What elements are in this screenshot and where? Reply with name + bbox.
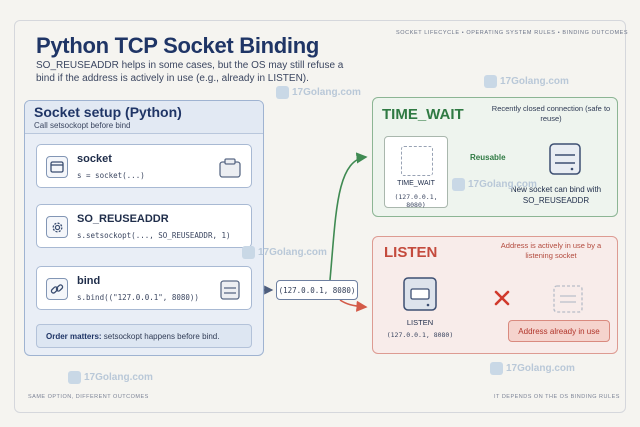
socket-object-icon (219, 158, 241, 178)
page-subtitle: SO_REUSEADDR helps in some cases, but th… (36, 60, 344, 84)
order-note-bold: Order matters: (46, 332, 102, 341)
outer-frame (14, 20, 626, 413)
watermark: 17Golang.com (452, 178, 537, 191)
order-note-text: setsockopt happens before bind. (101, 332, 220, 341)
page-title: Python TCP Socket Binding (36, 33, 320, 58)
step-so-reuseaddr-name: SO_REUSEADDR (77, 213, 169, 225)
listen-title: LISTEN (384, 244, 438, 261)
step-so-reuseaddr: SO_REUSEADDR s.setsockopt(..., SO_REUSEA… (36, 204, 252, 248)
step-bind-code: s.bind(("127.0.0.1", 8080)) (77, 293, 199, 302)
gear-icon (46, 216, 68, 238)
time-wait-description: Recently closed connection (safe to reus… (491, 104, 611, 123)
step-socket-name: socket (77, 153, 112, 165)
blocked-x-icon (494, 290, 510, 306)
time-wait-state-address: (127.0.0.1, 8080) (394, 193, 438, 209)
listen-state-label: LISTEN (406, 318, 434, 327)
step-bind-name: bind (77, 275, 101, 287)
listen-state: LISTEN (127.0.0.1, 8080) (384, 318, 456, 339)
watermark: 17Golang.com (68, 371, 153, 384)
time-wait-title: TIME_WAIT (382, 106, 464, 123)
watermark: 17Golang.com (276, 86, 361, 99)
closed-socket-placeholder-icon (401, 146, 433, 176)
socket-setup-subtitle: Call setsockopt before bind (34, 121, 131, 130)
listening-server-icon (403, 277, 437, 311)
address-chip: (127.0.0.1, 8080) (276, 280, 358, 300)
arrow-address-to-listen (339, 299, 368, 312)
step-bind: bind s.bind(("127.0.0.1", 8080)) (36, 266, 252, 310)
time-wait-state-card: TIME_WAIT (127.0.0.1, 8080) (384, 136, 448, 209)
socket-setup-title: Socket setup (Python) (34, 104, 182, 120)
order-note: Order matters: setsockopt happens before… (36, 324, 252, 348)
footer-right: IT DEPENDS ON THE OS BINDING RULES (494, 394, 620, 400)
rejected-socket-icon (553, 285, 583, 313)
window-icon (46, 156, 68, 178)
watermark: 17Golang.com (484, 75, 569, 88)
listen-description: Address is actively in use by a listenin… (500, 241, 602, 260)
link-icon (46, 278, 68, 300)
footer-left: SAME OPTION, DIFFERENT OUTCOMES (28, 394, 149, 400)
new-socket-server-icon (549, 143, 581, 175)
step-so-reuseaddr-code: s.setsockopt(..., SO_REUSEADDR, 1) (77, 231, 231, 240)
watermark: 17Golang.com (490, 362, 575, 375)
address-in-use-error: Address already in use (508, 320, 610, 342)
step-socket: socket s = socket(...) (36, 144, 252, 188)
server-icon (220, 280, 240, 300)
watermark: 17Golang.com (242, 246, 327, 259)
listen-state-address: (127.0.0.1, 8080) (386, 331, 454, 339)
top-tags: SOCKET LIFECYCLE • OPERATING SYSTEM RULE… (396, 30, 629, 36)
reusable-label: Reusable (470, 153, 506, 162)
time-wait-result: New socket can bind with SO_REUSEADDR (510, 185, 602, 205)
arrow-address-to-timewait (329, 152, 368, 281)
time-wait-state-label: TIME_WAIT (397, 180, 435, 187)
step-socket-code: s = socket(...) (77, 171, 145, 180)
